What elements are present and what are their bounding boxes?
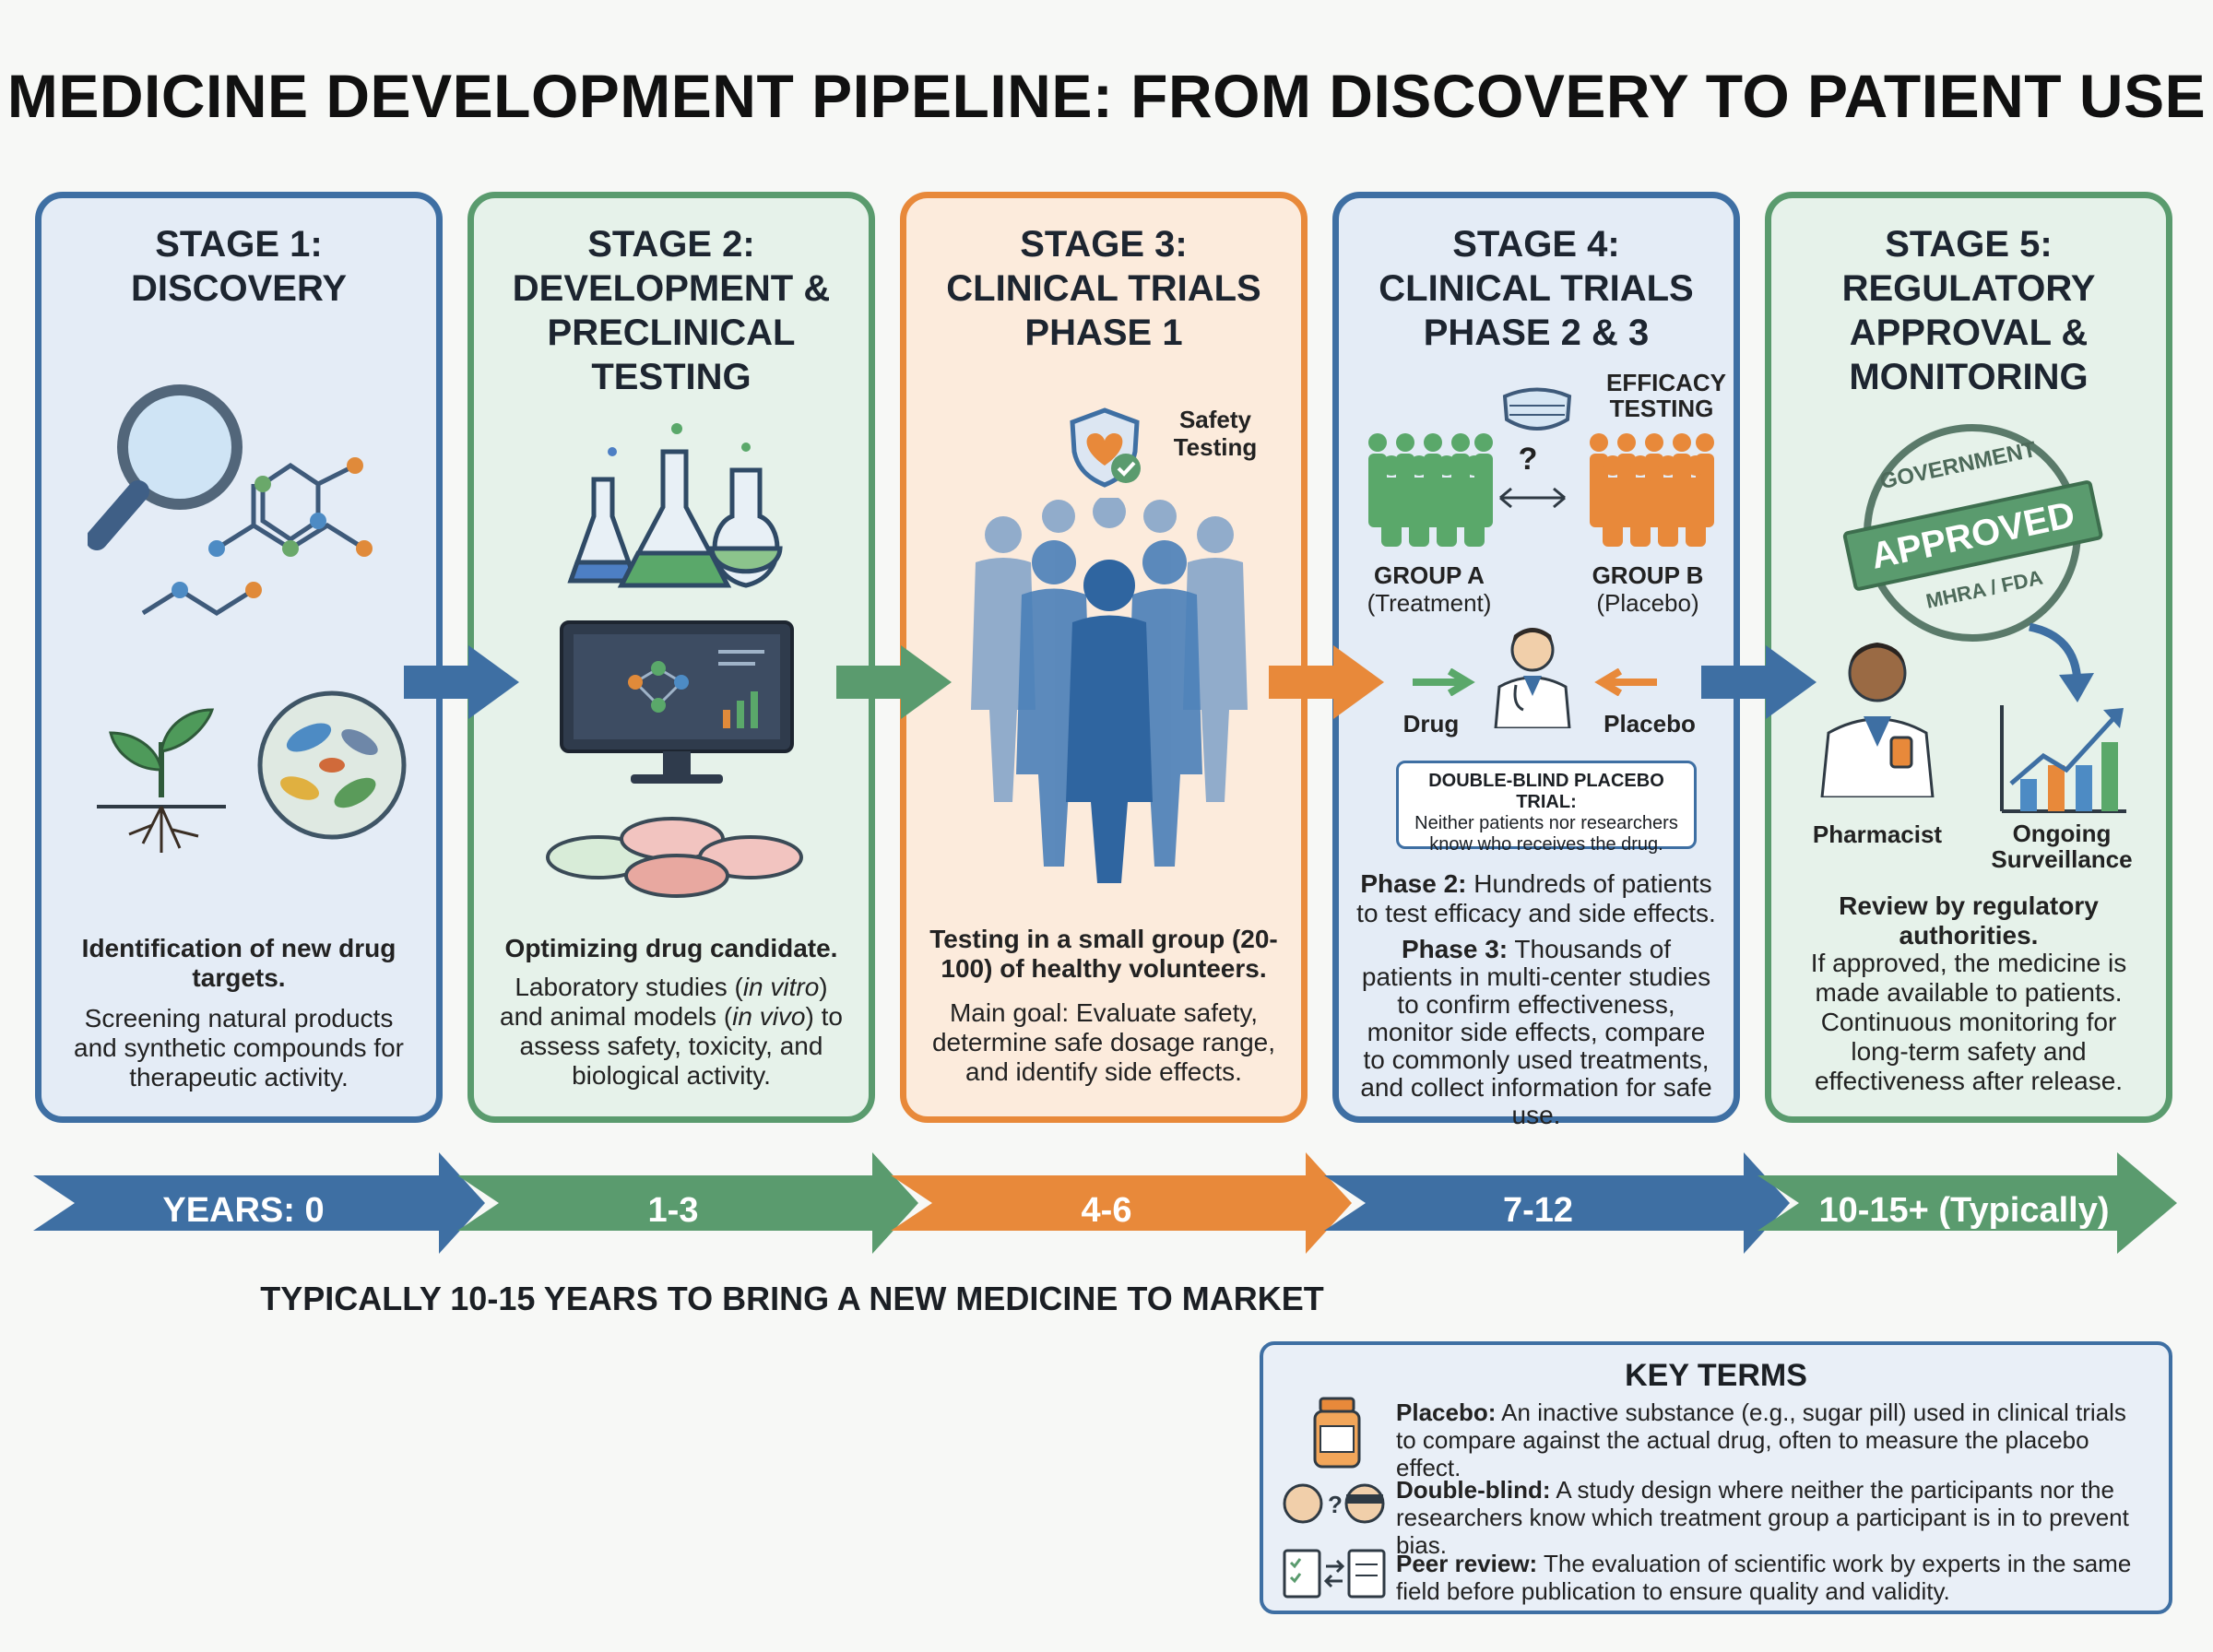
bacteria-icon — [257, 690, 407, 840]
stage-1-title: STAGE 1:DISCOVERY — [130, 224, 348, 309]
volunteers-group-icon — [971, 498, 1248, 883]
green-arrow-icon — [1413, 668, 1475, 696]
doctor-icon — [1494, 628, 1571, 728]
stage-3-lead: Testing in a small group (20-100) of hea… — [929, 925, 1278, 983]
magnifier-molecule-icon — [88, 384, 373, 616]
placebo-label: Placebo — [1604, 710, 1696, 738]
page-title: MEDICINE DEVELOPMENT PIPELINE: FROM DISC… — [6, 62, 2207, 130]
pharmacist-icon — [1820, 643, 1935, 797]
svg-text:?: ? — [1328, 1491, 1343, 1518]
stage-5-title: STAGE 5:REGULATORY APPROVAL &MONITORING — [1841, 224, 2096, 397]
connector-arrow-2 — [836, 645, 952, 719]
plant-icon — [97, 708, 226, 853]
petri-dish-icon — [546, 817, 803, 898]
timeline-arrows — [33, 1152, 2177, 1254]
flasks-icon — [567, 423, 783, 588]
key-terms-title: KEY TERMS — [1625, 1358, 1807, 1393]
phase-3-text: Phase 3: Thousands of patients in multi-… — [1360, 935, 1712, 1129]
surveillance-chart-icon — [2000, 705, 2126, 813]
timeline-label-stage-3: 4-6 — [1081, 1191, 1132, 1230]
orange-arrow-icon — [1594, 668, 1657, 696]
blindfold-faces-icon: ? — [1283, 1483, 1385, 1524]
monitor-molecule-icon — [560, 620, 794, 784]
double-blind-box: DOUBLE-BLIND PLACEBO TRIAL: Neither pati… — [1396, 761, 1697, 855]
stage-3-body: Main goal: Evaluate safety, determine sa… — [931, 998, 1276, 1086]
stage-1-lead: Identification of new drug targets. — [81, 934, 396, 992]
timeline-label-stage-2: 1-3 — [647, 1191, 699, 1230]
drug-label: Drug — [1402, 710, 1460, 738]
peer-review-icon — [1283, 1549, 1386, 1599]
timeline-tagline: TYPICALLY 10-15 YEARS TO BRING A NEW MED… — [260, 1280, 1324, 1317]
curved-arrow-icon — [2028, 622, 2094, 702]
double-arrow-icon — [1499, 487, 1566, 509]
group-a-people-icon — [1368, 433, 1493, 547]
face-mask-icon — [1502, 387, 1572, 431]
key-term-double-blind: Double-blind: A study design where neith… — [1396, 1476, 2129, 1559]
pill-bottle-icon — [1313, 1397, 1361, 1469]
phase-2-text: Phase 2: Hundreds of patients to test ef… — [1356, 869, 1716, 927]
shield-heart-icon — [1070, 407, 1141, 488]
stage-1-card: STAGE 1:DISCOVERY Identificat — [35, 192, 443, 1123]
stage-5-lead: Review by regulatory authorities. — [1839, 891, 2099, 950]
connector-arrow-1 — [404, 645, 519, 719]
stage-2-lead: Optimizing drug candidate. — [504, 934, 838, 962]
group-b-label: GROUP B(Placebo) — [1592, 561, 1704, 617]
group-a-label: GROUP A(Treatment) — [1367, 561, 1492, 617]
connector-arrow-3 — [1269, 645, 1384, 719]
pharmacist-label: Pharmacist — [1812, 820, 1943, 848]
timeline-label-stage-4: 7-12 — [1502, 1191, 1574, 1230]
stage-1-body: Screening natural products and synthetic… — [74, 1004, 404, 1092]
key-term-placebo: Placebo: An inactive substance (e.g., su… — [1396, 1398, 2126, 1481]
timeline-label-stage-1: YEARS: 0 — [162, 1191, 325, 1230]
key-term-peer-review: Peer review: The evaluation of scientifi… — [1396, 1550, 2132, 1605]
timeline-label-stage-5: 10-15+ (Typically) — [1818, 1191, 2110, 1230]
group-b-people-icon — [1590, 433, 1714, 547]
stage-2-body: Laboratory studies (in vitro) and animal… — [500, 973, 843, 1090]
stage-5-card: STAGE 5:REGULATORY APPROVAL &MONITORING … — [1765, 192, 2172, 1123]
question-mark: ? — [1518, 442, 1538, 477]
connector-arrow-4 — [1701, 645, 1817, 719]
stage-5-body: If approved, the medicine is made availa… — [1810, 949, 2127, 1095]
key-terms-box: KEY TERMS Placebo: An inactive substance… — [1260, 1341, 2172, 1614]
